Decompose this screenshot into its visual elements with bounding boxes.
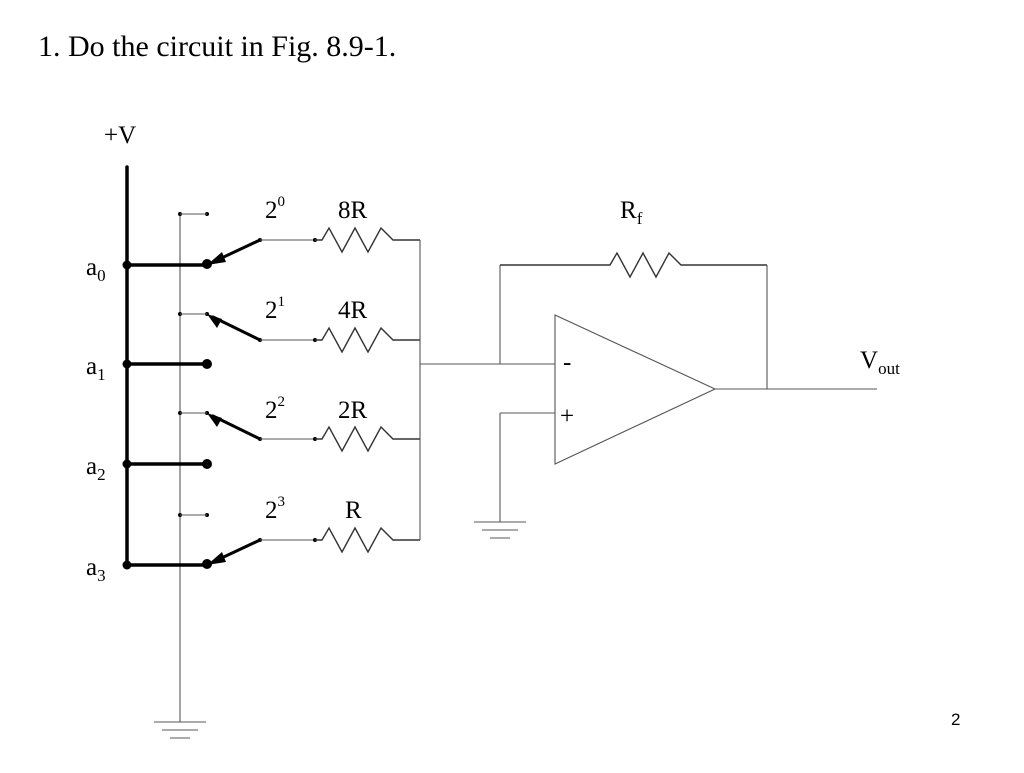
resistor-2R <box>313 425 420 453</box>
weight-label-2-2: 22 <box>265 394 285 424</box>
feedback-resistor <box>499 251 768 389</box>
opamp-triangle <box>554 314 717 465</box>
resistor-8R <box>313 226 420 254</box>
ground-symbol-left <box>154 721 206 739</box>
switch-a3 <box>122 513 315 570</box>
switch-a1 <box>122 312 315 369</box>
resistor-label-4R: 4R <box>338 297 368 324</box>
output-label: Vout <box>860 347 900 378</box>
opamp-inverting-sign: - <box>563 349 571 376</box>
weight-label-2-0: 20 <box>265 194 285 224</box>
ground-symbol-opamp <box>474 521 526 539</box>
noninverting-ground-wire <box>499 412 555 522</box>
input-label-a1: a1 <box>86 353 106 384</box>
resistor-4R <box>313 326 420 354</box>
page-number: 2 <box>951 710 960 729</box>
input-label-a3: a3 <box>86 554 106 585</box>
input-label-a2: a2 <box>86 453 106 484</box>
resistor-label-2R: 2R <box>338 397 368 424</box>
input-label-a0: a0 <box>86 254 106 285</box>
resistor-label-8R: 8R <box>338 197 368 224</box>
weight-label-2-3: 23 <box>265 494 285 524</box>
weight-label-2-1: 21 <box>265 294 285 324</box>
resistor-R <box>313 526 420 554</box>
feedback-resistor-label: Rf <box>620 197 643 228</box>
slide-title: 1. Do the circuit in Fig. 8.9-1. <box>38 30 396 63</box>
switch-a0 <box>122 212 315 270</box>
resistor-label-R: R <box>345 497 362 524</box>
opamp-noninverting-sign: + <box>560 403 574 430</box>
supply-label: +V <box>104 122 136 149</box>
switch-a2 <box>122 411 315 469</box>
